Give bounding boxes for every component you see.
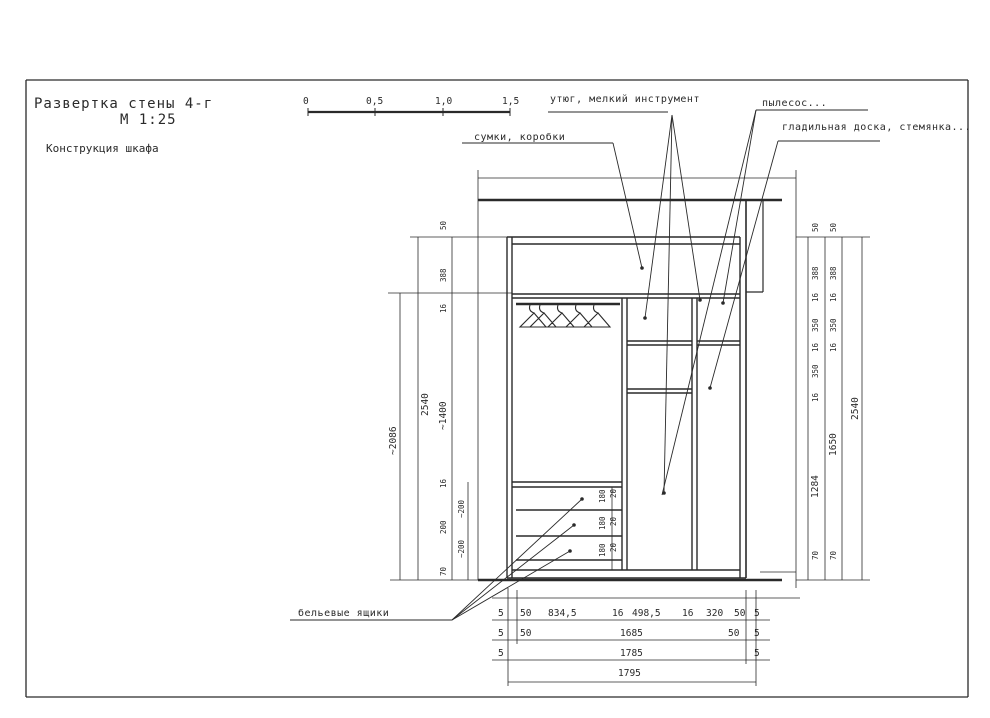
dim-bottom-row3: 5 xyxy=(498,648,504,659)
dim-bottom-row2: 5 xyxy=(754,628,760,639)
scale-tick-label: 1,0 xyxy=(435,96,452,107)
dim-left: ~200 xyxy=(457,539,466,558)
dim-bottom-row1: 834,5 xyxy=(548,608,577,619)
dim-drawer: 180 xyxy=(598,516,607,530)
dim-bottom-row1: 320 xyxy=(706,608,723,619)
dim-bottom-row1: 5 xyxy=(754,608,760,619)
dim-left: 70 xyxy=(439,566,448,576)
dim-left: ~1400 xyxy=(438,401,449,430)
dim-right-inner: 50 xyxy=(811,222,820,232)
callout-linen-drawers: бельевые ящики xyxy=(298,607,389,619)
dim-right-outer: 16 xyxy=(829,342,838,352)
callout-bags: сумки, коробки xyxy=(474,131,565,143)
dim-right-inner: 16 xyxy=(811,342,820,352)
callout-vacuum: пылесос... xyxy=(762,98,827,109)
dim-drawer: 20 xyxy=(609,488,618,498)
dim-left-outer: ~2086 xyxy=(388,426,399,455)
drawing-scale: М 1:25 xyxy=(120,112,177,128)
sheet-frame xyxy=(25,79,969,698)
dim-bottom-row1: 16 xyxy=(612,608,624,619)
dimension-lines-horizontal xyxy=(492,588,800,686)
dim-bottom-row1: 498,5 xyxy=(632,608,661,619)
callout-dots xyxy=(568,266,725,553)
dim-right-outer: 350 xyxy=(829,318,838,332)
scale-tick-label: 0,5 xyxy=(366,96,383,107)
dim-drawer: 180 xyxy=(598,543,607,557)
dim-left: ~200 xyxy=(457,499,466,518)
dim-bottom-row1: 50 xyxy=(734,608,746,619)
dim-bottom-row3: 1785 xyxy=(620,648,643,659)
dimension-lines-vertical xyxy=(388,236,870,581)
dim-bottom-row1: 16 xyxy=(682,608,694,619)
dim-bottom-row2: 5 xyxy=(498,628,504,639)
dim-right-inner: 350 xyxy=(811,318,820,332)
scale-bar: 0 0,5 1,0 1,5 xyxy=(303,96,519,116)
dim-right-inner: 350 xyxy=(811,364,820,378)
scale-tick-label: 0 xyxy=(303,96,309,107)
dim-right-inner: 1284 xyxy=(810,475,821,498)
dim-bottom-row1: 50 xyxy=(520,608,532,619)
dim-left: 388 xyxy=(439,268,448,282)
dim-bottom-row1: 5 xyxy=(498,608,504,619)
dim-left: 50 xyxy=(439,220,448,230)
dim-right-inner: 16 xyxy=(811,392,820,402)
dim-right-outer: 50 xyxy=(829,222,838,232)
dim-right-inner: 388 xyxy=(811,266,820,280)
dim-right-outer: 70 xyxy=(829,550,838,560)
wardrobe-frame xyxy=(506,236,746,579)
dim-left: 200 xyxy=(439,520,448,534)
dim-bottom-row3: 5 xyxy=(754,648,760,659)
callout-board: гладильная доска, стемянка... xyxy=(782,122,971,133)
dim-bottom-row2: 50 xyxy=(520,628,532,639)
callout-leaders xyxy=(290,109,880,621)
dim-left: 16 xyxy=(439,303,448,313)
dim-right-outer: 16 xyxy=(829,292,838,302)
dim-bottom-row2: 1685 xyxy=(620,628,643,639)
dim-bottom-row4: 1795 xyxy=(618,668,641,679)
drawing-title: Развертка стены 4-г xyxy=(34,96,213,112)
dim-right-outer: 1650 xyxy=(828,433,839,456)
dim-right-total: 2540 xyxy=(850,397,861,420)
dim-drawer: 20 xyxy=(609,516,618,526)
dim-right-inner: 70 xyxy=(811,550,820,560)
dim-right-inner: 16 xyxy=(811,292,820,302)
dim-bottom-row2: 50 xyxy=(728,628,740,639)
dim-left-total: 2540 xyxy=(420,393,431,416)
dim-left: 16 xyxy=(439,478,448,488)
dim-drawer: 180 xyxy=(598,489,607,503)
drawing-subtitle: Конструкция шкафа xyxy=(46,142,159,155)
scale-tick-label: 1,5 xyxy=(502,96,519,107)
wall-niche xyxy=(477,170,797,588)
callout-iron: утюг, мелкий инструмент xyxy=(550,93,700,105)
dim-right-outer: 388 xyxy=(829,266,838,280)
dim-drawer: 20 xyxy=(609,542,618,552)
hanger-rod xyxy=(516,302,620,328)
